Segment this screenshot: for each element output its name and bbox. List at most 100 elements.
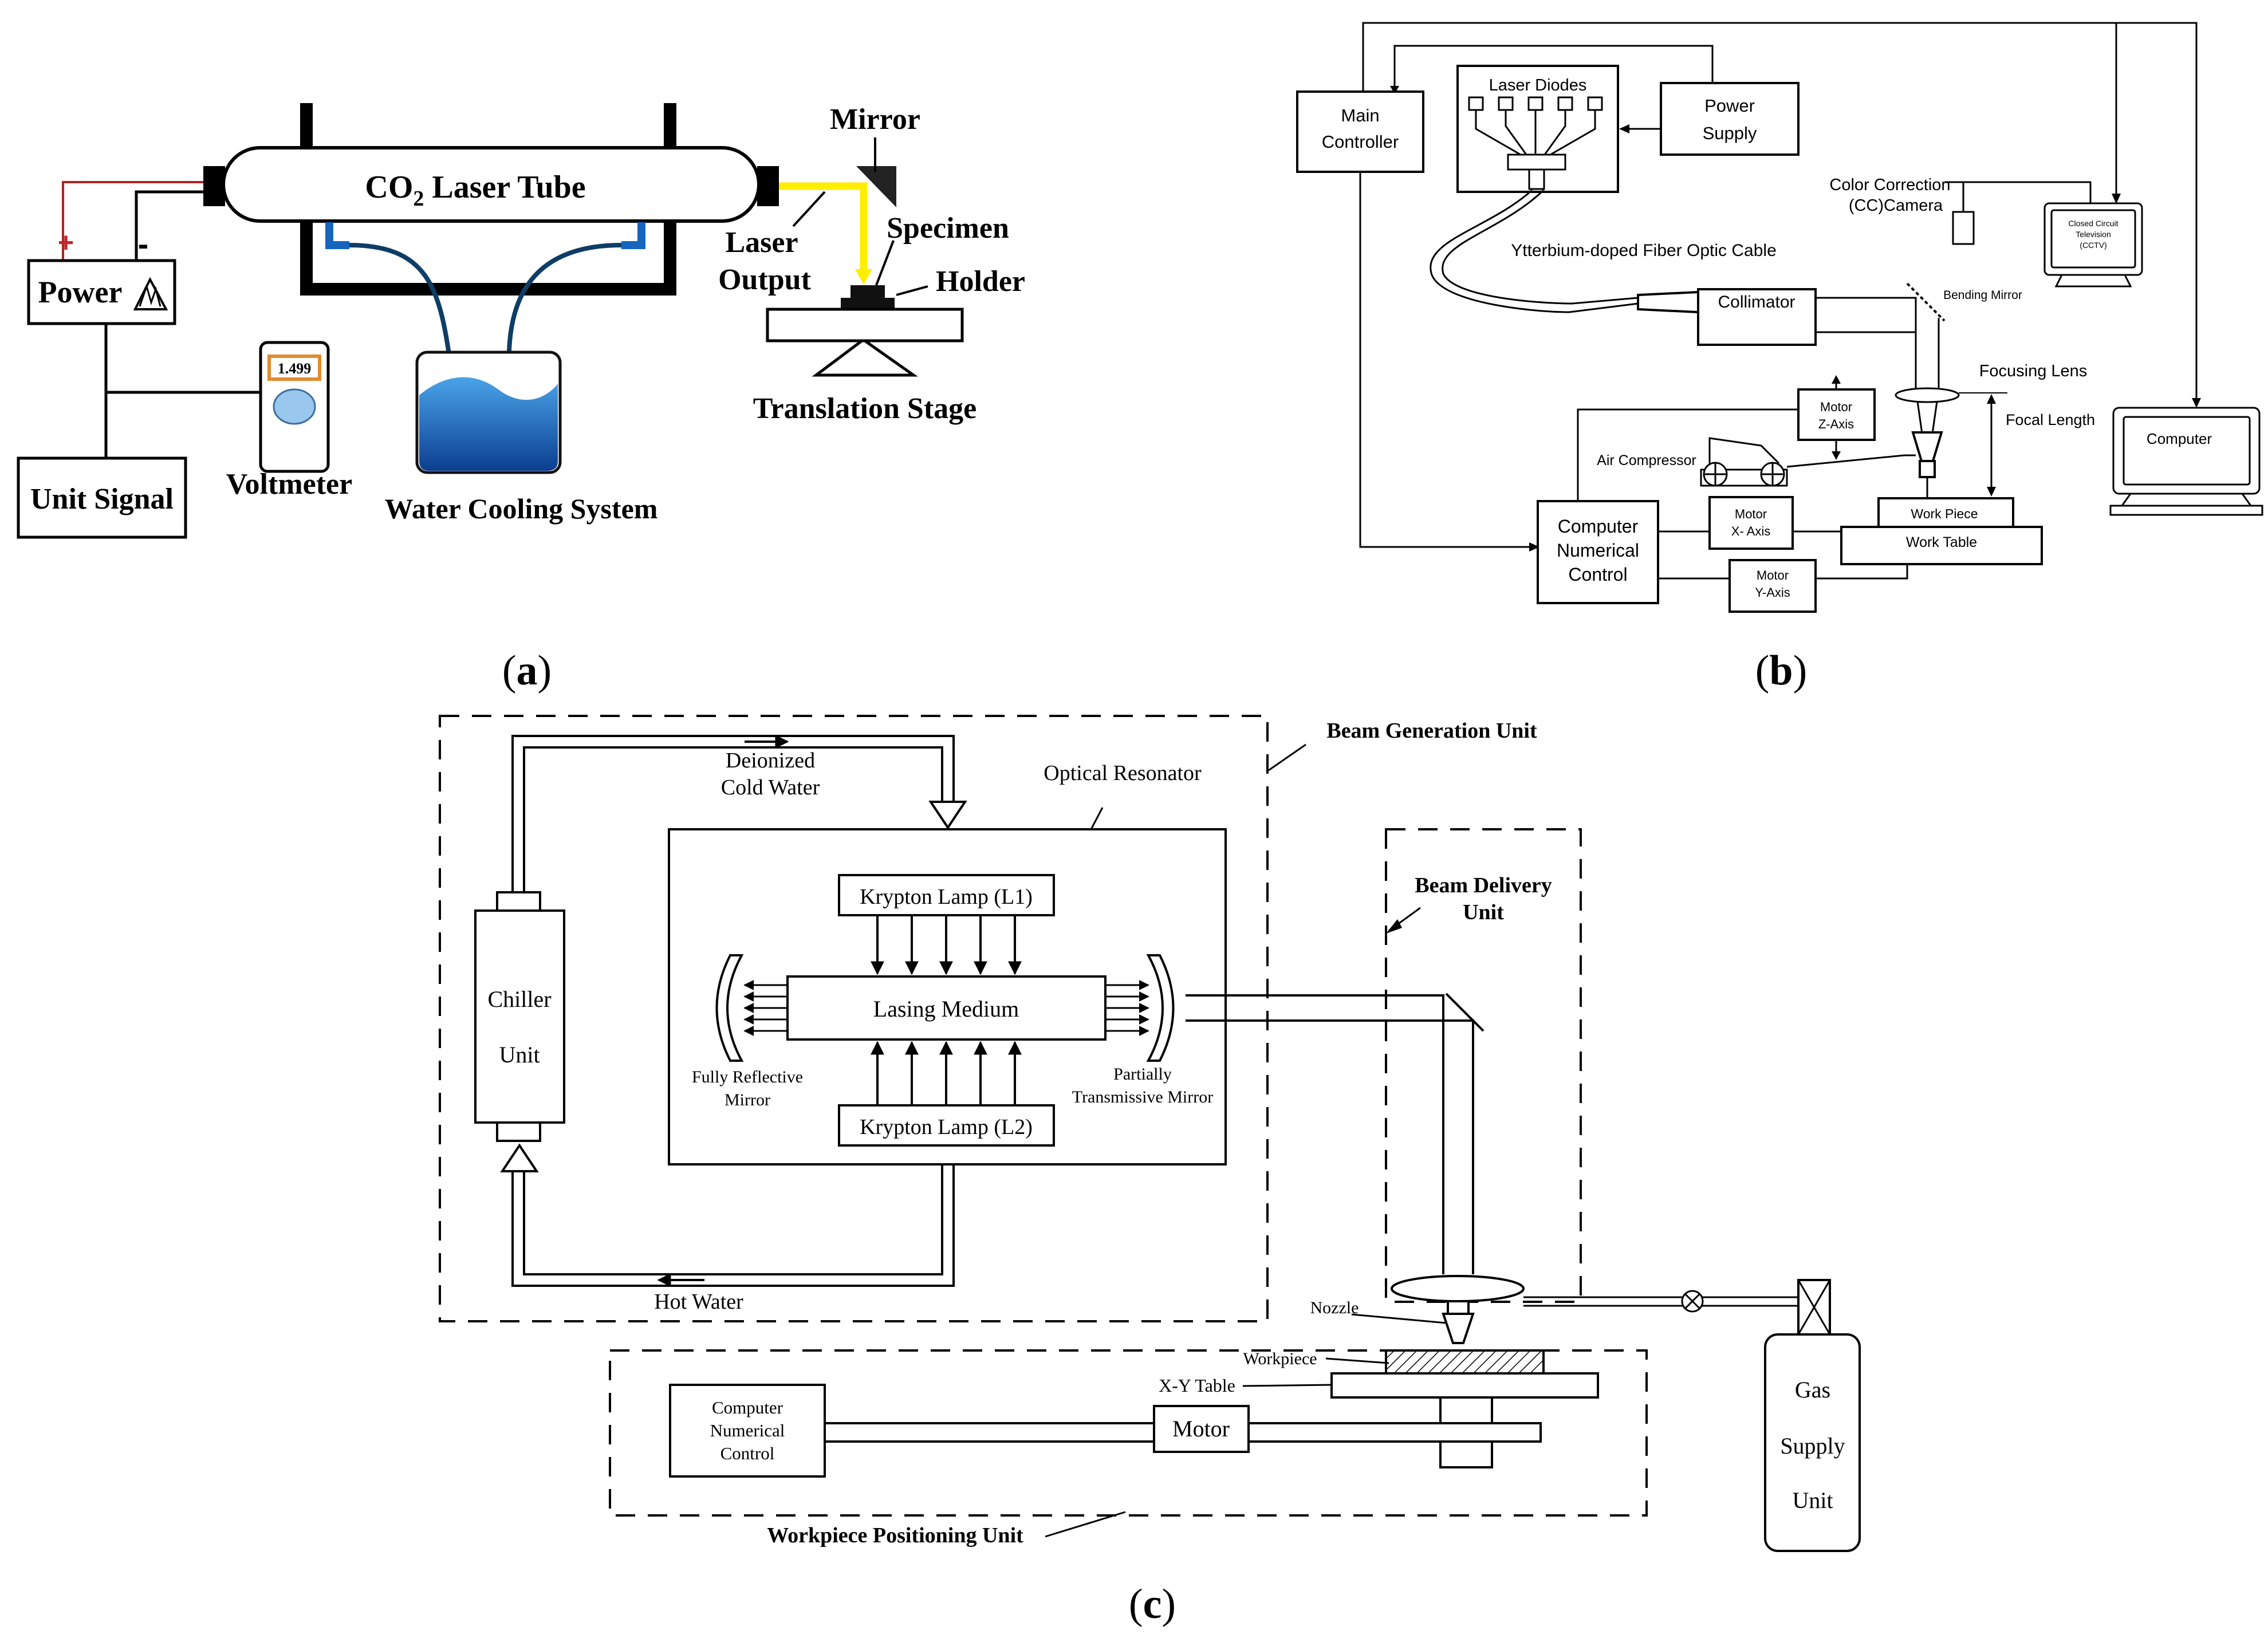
gas-valve-icon bbox=[1681, 1290, 1704, 1313]
chiller-top-cap bbox=[496, 891, 541, 912]
focusing-lens-label: Focusing Lens bbox=[1979, 362, 2088, 380]
workpiece-label: Workpiece bbox=[1243, 1349, 1317, 1368]
panel-c: Beam Generation Unit Beam Delivery Unit … bbox=[439, 715, 1861, 1628]
beam-generation-unit-frame bbox=[439, 715, 1269, 1322]
bending-mirror-label: Bending Mirror bbox=[1943, 289, 2022, 302]
chiller-label-1: Chiller bbox=[487, 986, 551, 1012]
left-water-seal bbox=[325, 222, 349, 249]
nozzle-tip bbox=[1919, 460, 1936, 478]
computer-monitor-icon bbox=[2109, 407, 2263, 516]
hot-water-pipe-inner bbox=[523, 1165, 943, 1275]
optical-resonator-label: Optical Resonator bbox=[1044, 761, 1202, 785]
power-supply-label-1: Power bbox=[1704, 96, 1755, 116]
nozzle-label: Nozzle bbox=[1310, 1298, 1359, 1317]
cooling-hose-right bbox=[506, 243, 622, 379]
motor-z-label-2: Z-Axis bbox=[1818, 417, 1854, 431]
holder bbox=[841, 298, 895, 308]
nozzle bbox=[1911, 431, 1943, 462]
partially-label-1: Partially bbox=[1113, 1065, 1172, 1084]
power-supply-box bbox=[1660, 82, 1800, 156]
cooling-hose-left bbox=[349, 243, 455, 379]
workpiece-c bbox=[1385, 1349, 1545, 1375]
beam-generation-unit-label: Beam Generation Unit bbox=[1326, 719, 1537, 743]
main-controller-box bbox=[1296, 90, 1424, 173]
krypton-lamp-l2-label: Krypton Lamp (L2) bbox=[860, 1115, 1033, 1139]
power-label: Power bbox=[38, 275, 123, 309]
cnc-b-label-2: Numerical bbox=[1557, 540, 1639, 561]
power-warning-icon bbox=[133, 277, 168, 310]
chiller-unit-box bbox=[474, 909, 565, 1124]
power-unit bbox=[27, 259, 176, 325]
cc-camera-label-1: Color Correction bbox=[1829, 176, 1950, 194]
power-supply-label-2: Supply bbox=[1703, 123, 1757, 143]
nozzle-c bbox=[1442, 1313, 1475, 1344]
motor-c-box bbox=[1153, 1405, 1250, 1453]
co2-laser-tube bbox=[222, 146, 761, 223]
cnc-c-label-1: Computer bbox=[712, 1397, 783, 1417]
translation-stage-base bbox=[812, 339, 918, 377]
fiber-optic-cable bbox=[1430, 189, 1639, 313]
main-controller-label-2: Controller bbox=[1322, 132, 1399, 152]
xy-table-label: X-Y Table bbox=[1159, 1375, 1235, 1396]
voltmeter-label: Voltmeter bbox=[226, 468, 352, 501]
focusing-lens bbox=[1895, 387, 1960, 403]
co2-laser-tube-label: CO2 Laser Tube bbox=[365, 170, 585, 211]
water-cooling-tank bbox=[415, 351, 562, 474]
beam-delivery-unit-frame bbox=[1385, 828, 1582, 1303]
fully-reflective-label-1: Fully Reflective bbox=[692, 1068, 803, 1086]
main-controller-label-1: Main bbox=[1341, 105, 1379, 125]
cnc-c-label-3: Control bbox=[720, 1443, 775, 1463]
unit-signal-label: Unit Signal bbox=[30, 483, 174, 515]
xy-table-box bbox=[1330, 1372, 1599, 1399]
fiber-cable-label: Ytterbium-doped Fiber Optic Cable bbox=[1511, 241, 1777, 260]
caption-a: (a) bbox=[502, 647, 552, 694]
gas-label-3: Unit bbox=[1792, 1487, 1833, 1513]
caption-c: (c) bbox=[1129, 1581, 1176, 1628]
specimen-label: Specimen bbox=[887, 212, 1009, 245]
motor-c-label: Motor bbox=[1172, 1416, 1230, 1442]
collimator-nose bbox=[1637, 290, 1699, 314]
motor-y-label-1: Motor bbox=[1757, 568, 1789, 582]
partially-transmissive-mirror bbox=[1146, 954, 1175, 1062]
pump-arrows-top bbox=[871, 915, 1022, 975]
cc-camera-label-2: (CC)Camera bbox=[1849, 196, 1943, 215]
cnc-c-box bbox=[669, 1384, 826, 1478]
hot-water-pipe-outer bbox=[511, 1165, 955, 1287]
cnc-b-label-1: Computer bbox=[1558, 516, 1639, 537]
side-arrows-right bbox=[1105, 980, 1149, 1036]
cold-water-inlet-arrow bbox=[928, 801, 967, 830]
table-post-upper bbox=[1439, 1396, 1493, 1424]
work-piece-box bbox=[1877, 497, 2014, 528]
beam-path-outer bbox=[1186, 994, 1444, 1274]
specimen bbox=[850, 285, 885, 300]
cctv-label-2: Television bbox=[2076, 230, 2110, 239]
beam-delivery-label-1: Beam Delivery bbox=[1415, 873, 1552, 897]
krypton-lamp-l1-box bbox=[838, 874, 1055, 916]
caption-b: (b) bbox=[1755, 647, 1807, 694]
plus-sign: + bbox=[58, 228, 74, 258]
chiller-inlet-arrow bbox=[500, 1143, 539, 1172]
cnc-c-label-2: Numerical bbox=[710, 1420, 785, 1440]
mirror-icon bbox=[856, 166, 896, 207]
motor-x-box bbox=[1708, 496, 1794, 550]
motor-y-label-2: Y-Axis bbox=[1755, 585, 1790, 600]
cnc-box-b bbox=[1537, 500, 1659, 604]
cctv-monitor-icon bbox=[2043, 202, 2143, 288]
work-table-box bbox=[1840, 526, 2043, 565]
laser-output-pointer bbox=[792, 191, 826, 227]
cc-camera-icon bbox=[1952, 211, 1975, 245]
computer-label: Computer bbox=[2147, 430, 2212, 447]
workpiece-positioning-unit-label: Workpiece Positioning Unit bbox=[767, 1523, 1023, 1547]
water-cooling-label: Water Cooling System bbox=[385, 493, 658, 525]
work-piece-label: Work Piece bbox=[1911, 506, 1978, 521]
gas-label-2: Supply bbox=[1780, 1433, 1845, 1459]
table-post-lower bbox=[1439, 1440, 1493, 1468]
positive-wire bbox=[62, 181, 223, 263]
voltmeter bbox=[259, 341, 330, 473]
beam-tube bbox=[1814, 297, 1917, 333]
line-power-to-main bbox=[1393, 45, 1714, 92]
krypton-lamp-l1-label: Krypton Lamp (L1) bbox=[860, 885, 1033, 909]
gas-label-1: Gas bbox=[1795, 1377, 1830, 1403]
collimator-label: Collimator bbox=[1718, 293, 1795, 312]
